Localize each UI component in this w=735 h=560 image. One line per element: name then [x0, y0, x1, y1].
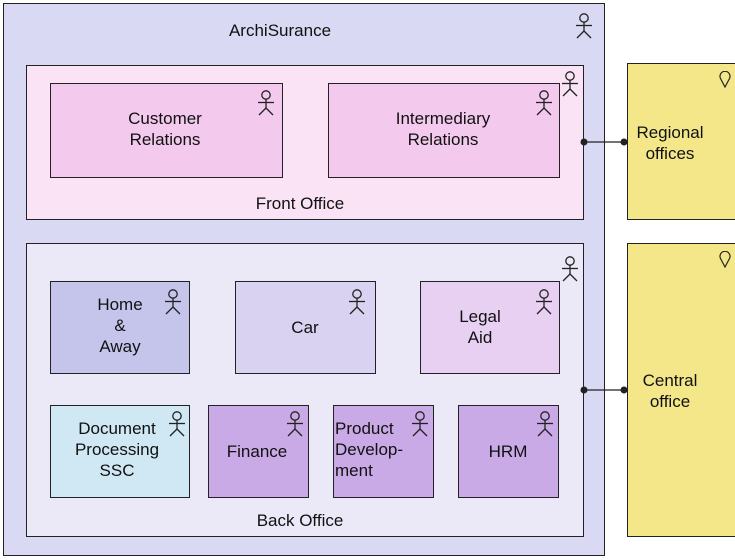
finance-label: Finance — [226, 442, 288, 461]
actor-icon — [575, 13, 593, 39]
car-box — [235, 281, 376, 374]
actor-icon — [535, 90, 553, 116]
legal-aid-label: Legal Aid — [459, 307, 501, 347]
intermediary-relations-label: Intermediary Relations — [395, 109, 491, 149]
organization-label: ArchiSurance — [228, 21, 332, 40]
actor-icon — [536, 411, 554, 437]
finance-box — [208, 405, 309, 498]
actor-icon — [561, 71, 579, 97]
central-office-label: Central office — [642, 371, 698, 411]
location-pin-icon — [718, 250, 732, 269]
location-pin-icon — [718, 70, 732, 89]
product-development-box — [333, 405, 434, 498]
hrm-label: HRM — [488, 442, 528, 461]
customer-relations-box — [50, 83, 283, 178]
product-development-label: Product Develop- ment — [335, 419, 404, 480]
actor-icon — [535, 289, 553, 315]
actor-icon — [257, 90, 275, 116]
document-processing-box — [50, 405, 190, 498]
regional-offices-location — [627, 63, 735, 220]
legal-aid-box — [420, 281, 560, 374]
actor-icon — [286, 411, 304, 437]
customer-relations-label: Customer Relations — [128, 109, 202, 149]
front-office-label: Front Office — [255, 194, 345, 213]
actor-icon — [168, 411, 186, 437]
home-away-box — [50, 281, 190, 374]
central-office-location — [627, 243, 735, 537]
actor-icon — [348, 289, 366, 315]
intermediary-relations-box — [328, 83, 560, 178]
car-label: Car — [291, 318, 319, 337]
back-office-label: Back Office — [256, 511, 344, 530]
regional-offices-label: Regional offices — [636, 123, 704, 163]
hrm-box — [458, 405, 559, 498]
actor-icon — [411, 411, 429, 437]
actor-icon — [164, 289, 182, 315]
document-processing-label: Document Processing SSC — [74, 419, 160, 480]
home-away-label: Home & Away — [97, 295, 143, 356]
actor-icon — [561, 256, 579, 282]
